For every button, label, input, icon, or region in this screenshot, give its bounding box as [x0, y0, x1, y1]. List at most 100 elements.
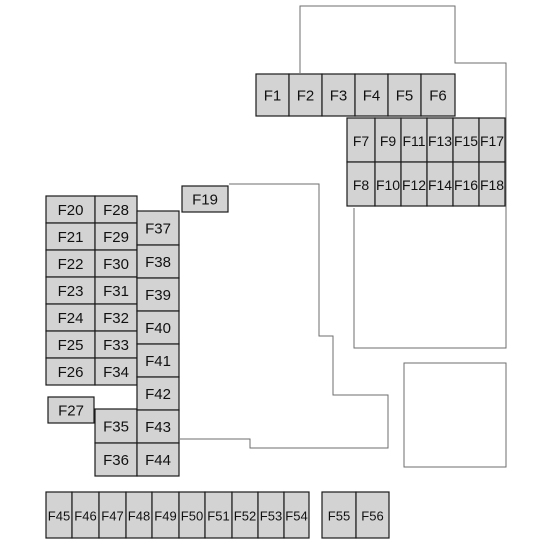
fuse-f27: F27: [47, 396, 95, 424]
fuse-f53: F53: [257, 491, 285, 539]
fuse-f21: F21: [45, 222, 96, 251]
fuse-label: F13: [428, 133, 452, 149]
fuse-f11: F11: [400, 117, 428, 163]
fuse-label: F3: [330, 88, 348, 105]
fuse-f6: F6: [420, 73, 456, 117]
fuse-label: F5: [396, 88, 414, 105]
fuse-label: F22: [58, 256, 84, 273]
fuse-f52: F52: [231, 491, 259, 539]
fuse-f9: F9: [374, 117, 402, 163]
fuse-box-f32: [94, 303, 138, 332]
fuse-box-f41: [136, 343, 180, 378]
fuse-label: F55: [328, 509, 350, 524]
fuse-label: F12: [402, 177, 426, 193]
fuse-label: F29: [103, 229, 129, 246]
fuse-f43: F43: [136, 409, 180, 444]
fuse-f37: F37: [136, 210, 180, 246]
fuse-label: F53: [260, 509, 282, 524]
fuse-box-f56: [355, 491, 390, 539]
fuse-label: F17: [480, 133, 504, 149]
fuse-label: F25: [58, 337, 84, 354]
fuse-box-f54: [283, 491, 310, 539]
fuse-box-f28: [94, 195, 138, 224]
fuse-box-f38: [136, 244, 180, 279]
middle-outline: [180, 183, 389, 449]
fuse-label: F31: [103, 283, 129, 300]
fuse-f2: F2: [288, 73, 323, 117]
fuse-label: F42: [145, 386, 171, 403]
fuse-f4: F4: [354, 73, 389, 117]
fuse-label: F6: [429, 88, 447, 105]
fuse-label: F34: [103, 364, 129, 381]
fuse-f36: F36: [94, 442, 138, 477]
fuse-box-f52: [231, 491, 259, 539]
fuse-label: F9: [380, 133, 397, 149]
fuse-label: F41: [145, 353, 171, 370]
fuse-f19: F19: [181, 185, 229, 213]
fuse-f12: F12: [400, 161, 428, 207]
fuse-label: F45: [48, 509, 70, 524]
fuse-box-f13: [426, 117, 454, 163]
fuse-box-f2: [288, 73, 323, 117]
fuse-f50: F50: [178, 491, 206, 539]
fuse-f17: F17: [478, 117, 506, 163]
fuse-f34: F34: [94, 357, 138, 386]
fuse-label: F47: [101, 509, 123, 524]
fuse-label: F27: [58, 403, 84, 420]
fuse-f13: F13: [426, 117, 454, 163]
fuse-box-f34: [94, 357, 138, 386]
fuse-box-f55: [321, 491, 357, 539]
fuse-f18: F18: [478, 161, 506, 207]
fuse-f20: F20: [45, 195, 96, 224]
fuse-label: F51: [207, 509, 229, 524]
fuse-f39: F39: [136, 277, 180, 312]
fuse-label: F39: [145, 287, 171, 304]
fuse-label: F54: [285, 509, 307, 524]
fuse-box-f16: [452, 161, 480, 207]
fuse-f8: F8: [346, 161, 376, 207]
fuse-box-f39: [136, 277, 180, 312]
fuse-f44: F44: [136, 442, 180, 477]
fuse-f40: F40: [136, 310, 180, 345]
fuse-box-f11: [400, 117, 428, 163]
fuse-label: F19: [192, 192, 218, 209]
fuse-label: F37: [145, 221, 171, 238]
fuse-f30: F30: [94, 249, 138, 278]
fuse-label: F1: [264, 88, 282, 105]
fuse-label: F18: [480, 177, 504, 193]
fuse-label: F35: [103, 419, 129, 436]
fuse-box-f29: [94, 222, 138, 251]
fuse-f25: F25: [45, 330, 96, 359]
fuse-box-f48: [125, 491, 153, 539]
fuse-f55: F55: [321, 491, 357, 539]
fuse-box-f15: [452, 117, 480, 163]
fuse-label: F28: [103, 202, 129, 219]
fuse-box-f18: [478, 161, 506, 207]
fuse-label: F38: [145, 254, 171, 271]
fuse-label: F48: [128, 509, 150, 524]
fuse-f42: F42: [136, 376, 180, 411]
fuse-box-f26: [45, 357, 96, 386]
fuse-f26: F26: [45, 357, 96, 386]
fuse-label: F52: [234, 509, 256, 524]
fuse-box-f47: [98, 491, 127, 539]
fuse-box-f6: [420, 73, 456, 117]
fuse-f3: F3: [321, 73, 356, 117]
fuse-f46: F46: [71, 491, 100, 539]
fuse-label: F14: [428, 177, 452, 193]
fuse-label: F50: [181, 509, 203, 524]
top-right-outline: [299, 5, 507, 349]
fuse-f16: F16: [452, 161, 480, 207]
fuse-f7: F7: [346, 117, 376, 163]
fuse-label: F56: [361, 509, 383, 524]
fuse-label: F10: [376, 177, 400, 193]
fuse-label: F4: [363, 88, 381, 105]
fuse-label: F26: [58, 364, 84, 381]
fuse-f33: F33: [94, 330, 138, 359]
fuse-box-f27: [47, 396, 95, 424]
fuse-box-f53: [257, 491, 285, 539]
fuse-f54: F54: [283, 491, 310, 539]
fuse-box-f3: [321, 73, 356, 117]
fuse-label: F33: [103, 337, 129, 354]
